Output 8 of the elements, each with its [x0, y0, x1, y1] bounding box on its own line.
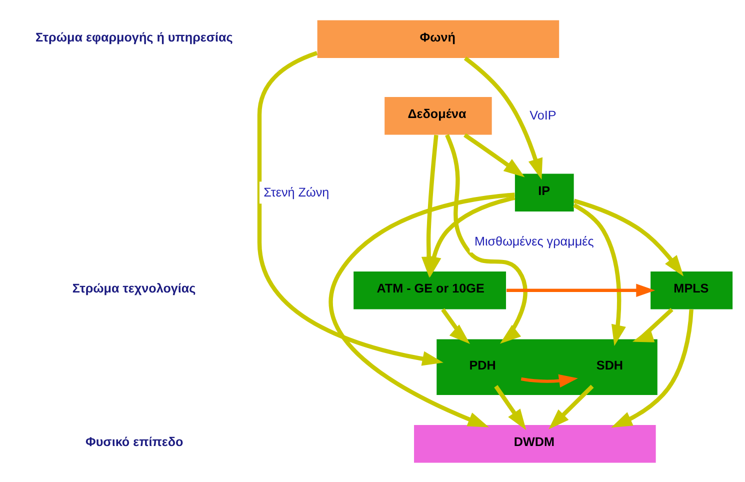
node-text: SDH	[596, 358, 624, 372]
node-text: PDH	[469, 358, 496, 372]
label: Φυσικό επίπεδο	[86, 434, 184, 449]
edge-label: VoIP	[530, 108, 556, 122]
label: Στρώμα εφαρμογής ή υπηρεσίας	[36, 30, 233, 44]
label: Στρώμα τεχνολογίας	[72, 281, 196, 296]
edge-label: Στενή Ζώνη	[264, 184, 330, 199]
edge-label: Μισθωμένες γραμμές	[474, 234, 594, 248]
